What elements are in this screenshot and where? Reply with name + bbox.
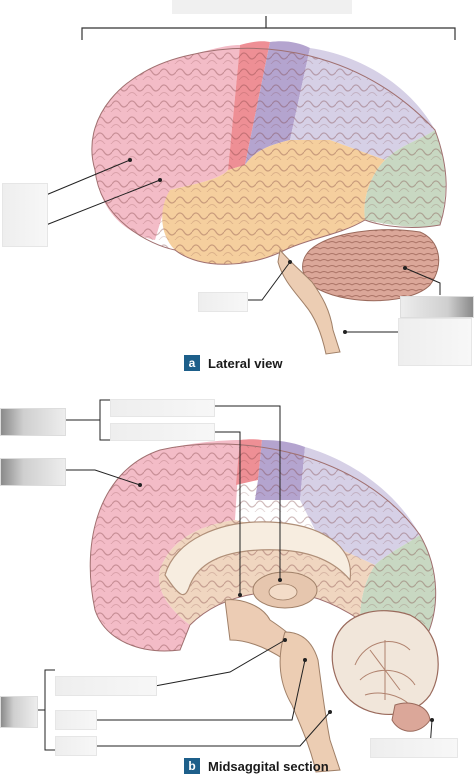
label-box-temporal — [198, 292, 248, 312]
label-box-low-2 — [55, 710, 97, 730]
label-box-cerebellum — [400, 296, 474, 318]
label-box-top — [172, 0, 352, 14]
label-box-left-2 — [0, 458, 66, 486]
label-box-cc-1 — [110, 399, 215, 417]
caption-lateral: a Lateral view — [184, 355, 282, 371]
label-box-low-3 — [55, 736, 97, 756]
caption-midsagittal: b Midsaggital section — [184, 758, 329, 774]
label-box-cerebellum-mid — [370, 738, 458, 758]
caption-badge: b — [184, 758, 200, 774]
caption-badge: a — [184, 355, 200, 371]
label-box-left-1 — [0, 408, 66, 436]
top-bracket — [81, 16, 456, 40]
label-box-cc-2 — [110, 423, 215, 441]
mid-brainstem — [279, 631, 341, 773]
midsagittal-brain — [89, 439, 439, 773]
caption-text: Midsaggital section — [208, 758, 329, 774]
lateral-brain — [91, 41, 447, 355]
label-box-brainstem — [398, 318, 472, 366]
label-box-frontal — [2, 183, 48, 247]
label-box-low-1 — [55, 676, 157, 696]
label-box-left-3 — [0, 696, 38, 728]
brainstem — [277, 248, 341, 355]
caption-text: Lateral view — [208, 355, 283, 371]
lateral-leader-lines — [45, 159, 441, 333]
